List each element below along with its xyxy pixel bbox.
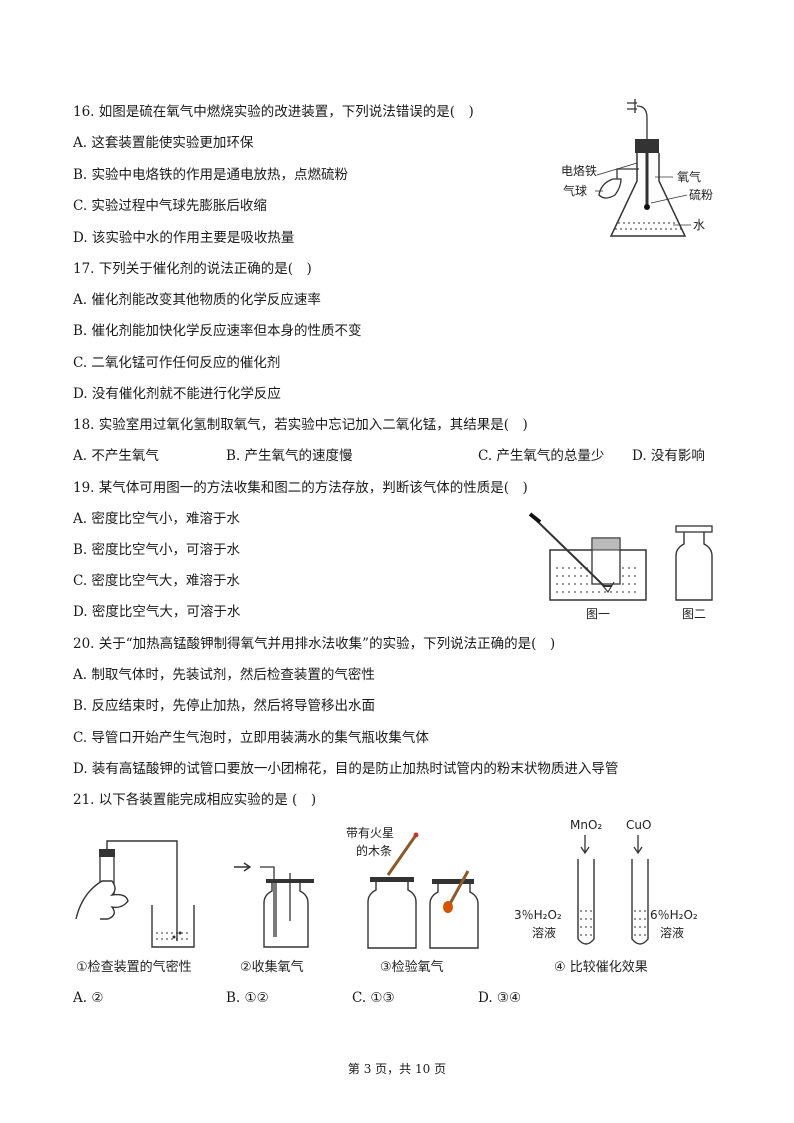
q19-option-a: A. 密度比空气小，难溶于水 bbox=[73, 511, 240, 527]
label-water: 水 bbox=[693, 218, 705, 232]
q21-option-c: C. ①③ bbox=[352, 990, 395, 1006]
label-sulfur: 硫粉 bbox=[689, 187, 713, 202]
q16-option-b: B. 实验中电烙铁的作用是通电放热，点燃硫粉 bbox=[73, 167, 349, 183]
splint-label-1: 带有火星 bbox=[346, 826, 394, 840]
q16-option-d: D. 该实验中水的作用主要是吸收热量 bbox=[73, 230, 295, 246]
caption-3: ③检验氧气 bbox=[380, 959, 444, 975]
q19-option-b: B. 密度比空气小，可溶于水 bbox=[73, 542, 241, 558]
q17-option-a: A. 催化剂能改变其他物质的化学反应速率 bbox=[73, 292, 321, 308]
q18-option-c: C. 产生氧气的总量少 bbox=[478, 448, 605, 464]
q21-option-d: D. ③④ bbox=[478, 990, 522, 1006]
setup-4-compare: MnO₂ CuO 3％H₂O₂ 溶液 6％H₂O₂ 溶液 ④ 比较催化效果 bbox=[514, 818, 698, 975]
q18-option-b: B. 产生氧气的速度慢 bbox=[226, 448, 353, 464]
q20-option-c: C. 导管口开始产生气泡时，立即用装满水的集气瓶收集气体 bbox=[73, 730, 429, 746]
q21-stem: 21. 以下各装置能完成相应实验的是 ( ) bbox=[73, 792, 317, 808]
page-footer: 第 3 页，共 10 页 bbox=[347, 1062, 447, 1076]
splint-label-2: 的木条 bbox=[356, 843, 392, 858]
caption-2: ②收集氧气 bbox=[240, 959, 304, 975]
q16-option-c: C. 实验过程中气球先膨胀后收缩 bbox=[73, 198, 267, 214]
q20-option-a: A. 制取气体时，先装试剂，然后检查装置的气密性 bbox=[73, 667, 375, 683]
q18-option-d: D. 没有影响 bbox=[632, 448, 705, 464]
q18-option-a: A. 不产生氧气 bbox=[73, 448, 159, 464]
q21-option-a: A. ② bbox=[73, 990, 104, 1006]
fig2-caption: 图二 bbox=[682, 607, 706, 621]
q19-stem: 19. 某气体可用图一的方法收集和图二的方法存放，判断该气体的性质是( ) bbox=[73, 480, 528, 496]
solution-3-label-2: 溶液 bbox=[532, 925, 556, 940]
q17-option-c: C. 二氧化锰可作任何反应的催化剂 bbox=[73, 355, 281, 371]
solution-6-label: 6％H₂O₂ bbox=[650, 908, 698, 922]
fig1-caption: 图一 bbox=[586, 607, 610, 621]
caption-4: ④ 比较催化效果 bbox=[554, 960, 648, 975]
label-balloon: 气球 bbox=[563, 183, 587, 198]
setup-1-airtightness: ①检查装置的气密性 bbox=[75, 840, 195, 975]
q17-stem: 17. 下列关于催化剂的说法正确的是( ) bbox=[73, 261, 312, 277]
label-iron: 电烙铁 bbox=[561, 163, 597, 178]
q19-figure: 图一 图二 bbox=[520, 508, 720, 628]
q16-option-a: A. 这套装置能使实验更加环保 bbox=[73, 135, 254, 151]
q19-option-d: D. 密度比空气大，可溶于水 bbox=[73, 604, 241, 620]
q21-option-b: B. ①② bbox=[226, 990, 269, 1006]
q21-figure: ①检查装置的气密性 ②收集氧气 带有火星 的木条 ③检验氧气 MnO bbox=[70, 815, 730, 980]
q17-option-b: B. 催化剂能加快化学反应速率但本身的性质不变 bbox=[73, 323, 362, 339]
q19-option-c: C. 密度比空气大，难溶于水 bbox=[73, 573, 240, 589]
solution-3-label: 3％H₂O₂ bbox=[514, 908, 562, 922]
setup-3-test: 带有火星 的木条 ③检验氧气 bbox=[346, 826, 479, 975]
setup-2-collect: ②收集氧气 bbox=[234, 862, 314, 975]
mno2-label: MnO₂ bbox=[570, 818, 602, 832]
q18-stem: 18. 实验室用过氧化氢制取氧气，若实验中忘记加入二氧化锰，其结果是( ) bbox=[73, 417, 528, 433]
label-oxygen: 氧气 bbox=[677, 169, 701, 184]
caption-1: ①检查装置的气密性 bbox=[76, 959, 192, 975]
q17-option-d: D. 没有催化剂就不能进行化学反应 bbox=[73, 386, 281, 402]
q20-option-b: B. 反应结束时，先停止加热，然后将导管移出水面 bbox=[73, 698, 376, 714]
q20-stem: 20. 关于“加热高锰酸钾制得氧气并用排水法收集”的实验，下列说法正确的是( ) bbox=[73, 636, 556, 652]
q20-option-d: D. 装有高锰酸钾的试管口要放一小团棉花，目的是防止加热时试管内的粉末状物质进入… bbox=[73, 761, 619, 777]
solution-6-label-2: 溶液 bbox=[660, 925, 684, 940]
q16-figure: 电烙铁 气球 氧气 硫粉 水 bbox=[555, 95, 725, 250]
cuo-label: CuO bbox=[626, 818, 651, 832]
q16-stem: 16. 如图是硫在氧气中燃烧实验的改进装置，下列说法错误的是( ) bbox=[73, 104, 474, 120]
